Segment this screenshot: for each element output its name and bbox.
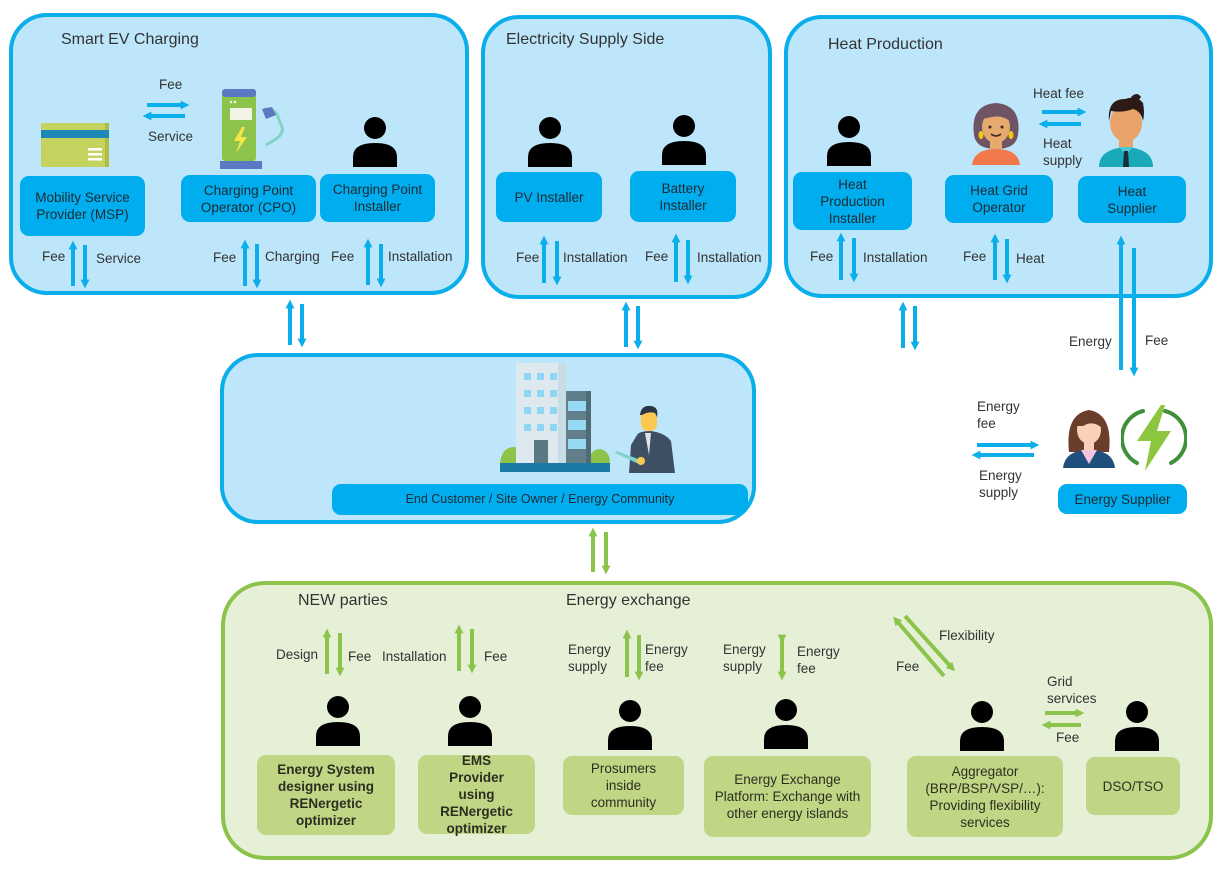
flow-label-ems-installation: Installation [382,649,447,664]
flow-label-exchange-fee: Energy fee [797,644,840,676]
role-heat-supplier: Heat Supplier [1078,176,1186,223]
flow-label-heat-installer-installation: Installation [863,250,928,265]
flow-label-installer-installation: Installation [388,249,453,264]
role-charging-point-installer: Charging Point Installer [320,174,435,222]
flow-label-prosumers-fee: Energy fee [645,642,688,674]
person-silhouette-icon [316,696,360,746]
person-silhouette-icon [353,117,397,167]
flow-label-msp-service: Service [96,251,142,266]
flow-label-designer-fee: Fee [348,649,372,664]
flow-label-ems-fee: Fee [484,649,508,664]
flow-label-aggregator-fee: Fee [896,659,920,674]
role-heat-production-installer: Heat Production Installer [793,172,912,230]
flow-label-design: Design [276,647,319,662]
businessman-icon [615,405,675,473]
flow-label-supplier-energy: Energy [1069,334,1112,349]
role-energy-supplier: Energy Supplier [1058,484,1187,514]
role-pv-installer: PV Installer [496,172,602,222]
flow-label-pv-fee: Fee [516,250,540,265]
flow-label-grid-services: Grid services [1047,674,1097,706]
flow-label-msp-fee: Fee [42,249,66,264]
panel-title-new-parties: NEW parties [298,592,388,609]
lightning-circle-icon [1121,405,1187,471]
flow-label-energy-supply: Energy supply [979,468,1022,500]
person-silhouette-icon [662,115,706,165]
flow-label-battery-installation: Installation [697,250,762,265]
flow-label-heat-grid-fee: Fee [963,249,987,264]
flow-label-cpo-fee: Fee [213,250,237,265]
flow-label-flexibility: Flexibility [939,628,995,643]
person-silhouette-icon [608,700,652,750]
flow-label-msp-cpo-service: Service [148,129,194,144]
panel-title-smart-ev: Smart EV Charging [61,31,199,48]
person-silhouette-icon [1115,701,1159,751]
role-energy-exchange-platform: Energy Exchange Platform: Exchange with … [704,756,871,837]
person-silhouette-icon [448,696,492,746]
flow-label-supplier-fee: Fee [1145,333,1169,348]
flow-label-energy-fee: Energy fee [977,399,1020,431]
flow-label-heat-grid-heat: Heat [1016,251,1045,266]
role-aggregator: Aggregator (BRP/BSP/VSP/…): Providing fl… [907,756,1063,837]
man-avatar-icon [1099,94,1153,167]
role-energy-system-designer: Energy System designer using RENergetic … [257,755,395,835]
woman-avatar-icon [1063,410,1115,468]
role-heat-grid-operator: Heat Grid Operator [945,175,1053,223]
flow-label-exchange-supply: Energy supply [723,642,766,674]
role-charging-point-operator: Charging Point Operator (CPO) [181,175,316,222]
role-prosumers: Prosumers inside community [563,756,684,815]
role-dso-tso: DSO/TSO [1086,757,1180,815]
panel-title-energy-exchange: Energy exchange [566,592,691,609]
person-silhouette-icon [528,117,572,167]
role-battery-installer: Battery Installer [630,171,736,222]
panel-title-heat-production: Heat Production [828,36,943,53]
person-silhouette-icon [960,701,1004,751]
flow-label-installer-fee: Fee [331,249,355,264]
flow-label-pv-installation: Installation [563,250,628,265]
role-mobility-service-provider: Mobility Service Provider (MSP) [20,176,145,236]
woman-avatar-icon [972,103,1020,165]
flow-label-msp-cpo-fee: Fee [159,77,183,92]
role-ems-provider: EMS Provider using RENergetic optimizer [418,753,535,836]
office-building-icon [500,363,610,472]
flow-label-heat-supply: Heat supply [1043,136,1083,168]
flow-label-cpo-charging: Charging [265,249,320,264]
panel-title-electricity-supply: Electricity Supply Side [506,31,665,48]
ev-charger-icon [220,89,284,169]
role-end-customer: End Customer / Site Owner / Energy Commu… [332,484,748,515]
person-silhouette-icon [764,699,808,749]
person-silhouette-icon [827,116,871,166]
flow-label-battery-fee: Fee [645,249,669,264]
flow-label-heat-fee: Heat fee [1033,86,1085,101]
payment-card-icon [41,123,109,167]
flow-label-dso-fee: Fee [1056,730,1080,745]
flow-label-heat-installer-fee: Fee [810,249,834,264]
flow-label-prosumers-supply: Energy supply [568,642,611,674]
